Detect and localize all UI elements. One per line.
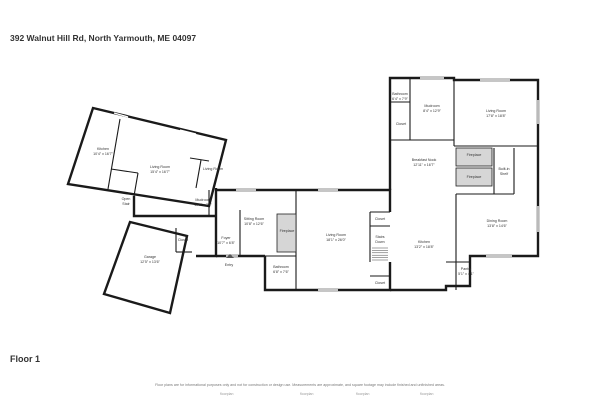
room-kitchen-mid: Kitchen <box>418 240 430 244</box>
watermark: floorplan <box>300 392 314 396</box>
svg-text:Shelf: Shelf <box>500 172 508 176</box>
room-stairs: Stairs <box>375 235 384 239</box>
svg-text:5'1" x 4'1": 5'1" x 4'1" <box>458 272 474 276</box>
room-bathroom-bottom: Bathroom <box>273 265 289 269</box>
center-block <box>216 188 392 292</box>
svg-text:10'4" x 16'7": 10'4" x 16'7" <box>93 152 113 156</box>
room-closet-mid: Closet <box>375 217 385 221</box>
floor-label: Floor 1 <box>10 354 41 364</box>
svg-text:12'11" x 16'7": 12'11" x 16'7" <box>413 163 435 167</box>
svg-text:10'7" x 6'8": 10'7" x 6'8" <box>217 241 235 245</box>
room-garage: Garage <box>144 255 156 259</box>
room-mudroom-left: Mudroom <box>195 198 210 202</box>
svg-text:10'1" x 7'9": 10'1" x 7'9" <box>194 203 212 207</box>
room-builtin: Built-in <box>499 167 510 171</box>
svg-text:12'5" x 13'6": 12'5" x 13'6" <box>140 260 160 264</box>
svg-text:15'4" x 16'7": 15'4" x 16'7" <box>150 170 170 174</box>
disclaimer: Floor plans are for informational purpos… <box>155 383 445 387</box>
room-breakfast-nook: Breakfast Nook <box>412 158 437 162</box>
room-fireplace-mid: Fireplace <box>280 229 295 233</box>
svg-text:18'1" x 26'0": 18'1" x 26'0" <box>326 238 346 242</box>
watermark: floorplan <box>356 392 370 396</box>
svg-text:8'4" x 12'9": 8'4" x 12'9" <box>423 109 441 113</box>
room-living-right: Living Room <box>486 109 506 113</box>
mudroom-connector <box>132 190 216 218</box>
property-address: 392 Walnut Hill Rd, North Yarmouth, ME 0… <box>10 33 197 43</box>
svg-text:Stair: Stair <box>122 202 130 206</box>
room-foyer: Foyer <box>221 236 231 240</box>
svg-text:13'2" x 18'8": 13'2" x 18'8" <box>414 245 434 249</box>
room-living-left2: Living Room <box>203 167 223 171</box>
left-wing <box>66 106 228 208</box>
room-closet-top: Closet <box>396 122 406 126</box>
room-closet-bottom: Closet <box>375 281 385 285</box>
room-kitchen-left: Kitchen <box>97 147 109 151</box>
svg-text:17'8" x 18'8": 17'8" x 18'8" <box>486 114 506 118</box>
room-bathroom-top: Bathroom <box>392 92 408 96</box>
svg-text:13'8" x 14'6": 13'8" x 14'6" <box>487 224 507 228</box>
svg-text:10'8" x 12'6": 10'8" x 12'6" <box>244 222 264 226</box>
room-entry: Entry <box>225 263 234 267</box>
stairs-treads <box>372 247 388 261</box>
entry-arrow-icon <box>226 254 234 258</box>
right-block <box>388 76 540 292</box>
room-mudroom-right: Mudroom <box>424 104 439 108</box>
watermark: floorplan <box>220 392 234 396</box>
room-fireplace-r1: Fireplace <box>467 153 482 157</box>
room-closet-garage: Closet <box>178 238 188 242</box>
svg-text:6'4" x 7'9": 6'4" x 7'9" <box>392 97 408 101</box>
room-pantry: Pantry <box>461 267 472 271</box>
room-open: Open <box>122 197 131 201</box>
room-fireplace-r2: Fireplace <box>467 175 482 179</box>
room-sitting: Sitting Room <box>244 217 265 221</box>
garage <box>102 220 192 315</box>
room-living-mid: Living Room <box>326 233 346 237</box>
room-dining: Dining Room <box>487 219 508 223</box>
room-living-left: Living Room <box>150 165 170 169</box>
watermark: floorplan <box>420 392 434 396</box>
svg-text:Down: Down <box>375 240 384 244</box>
svg-text:6'8" x 7'6": 6'8" x 7'6" <box>273 270 289 274</box>
room-labels: Kitchen 10'4" x 16'7" Living Room 15'4" … <box>93 92 509 285</box>
